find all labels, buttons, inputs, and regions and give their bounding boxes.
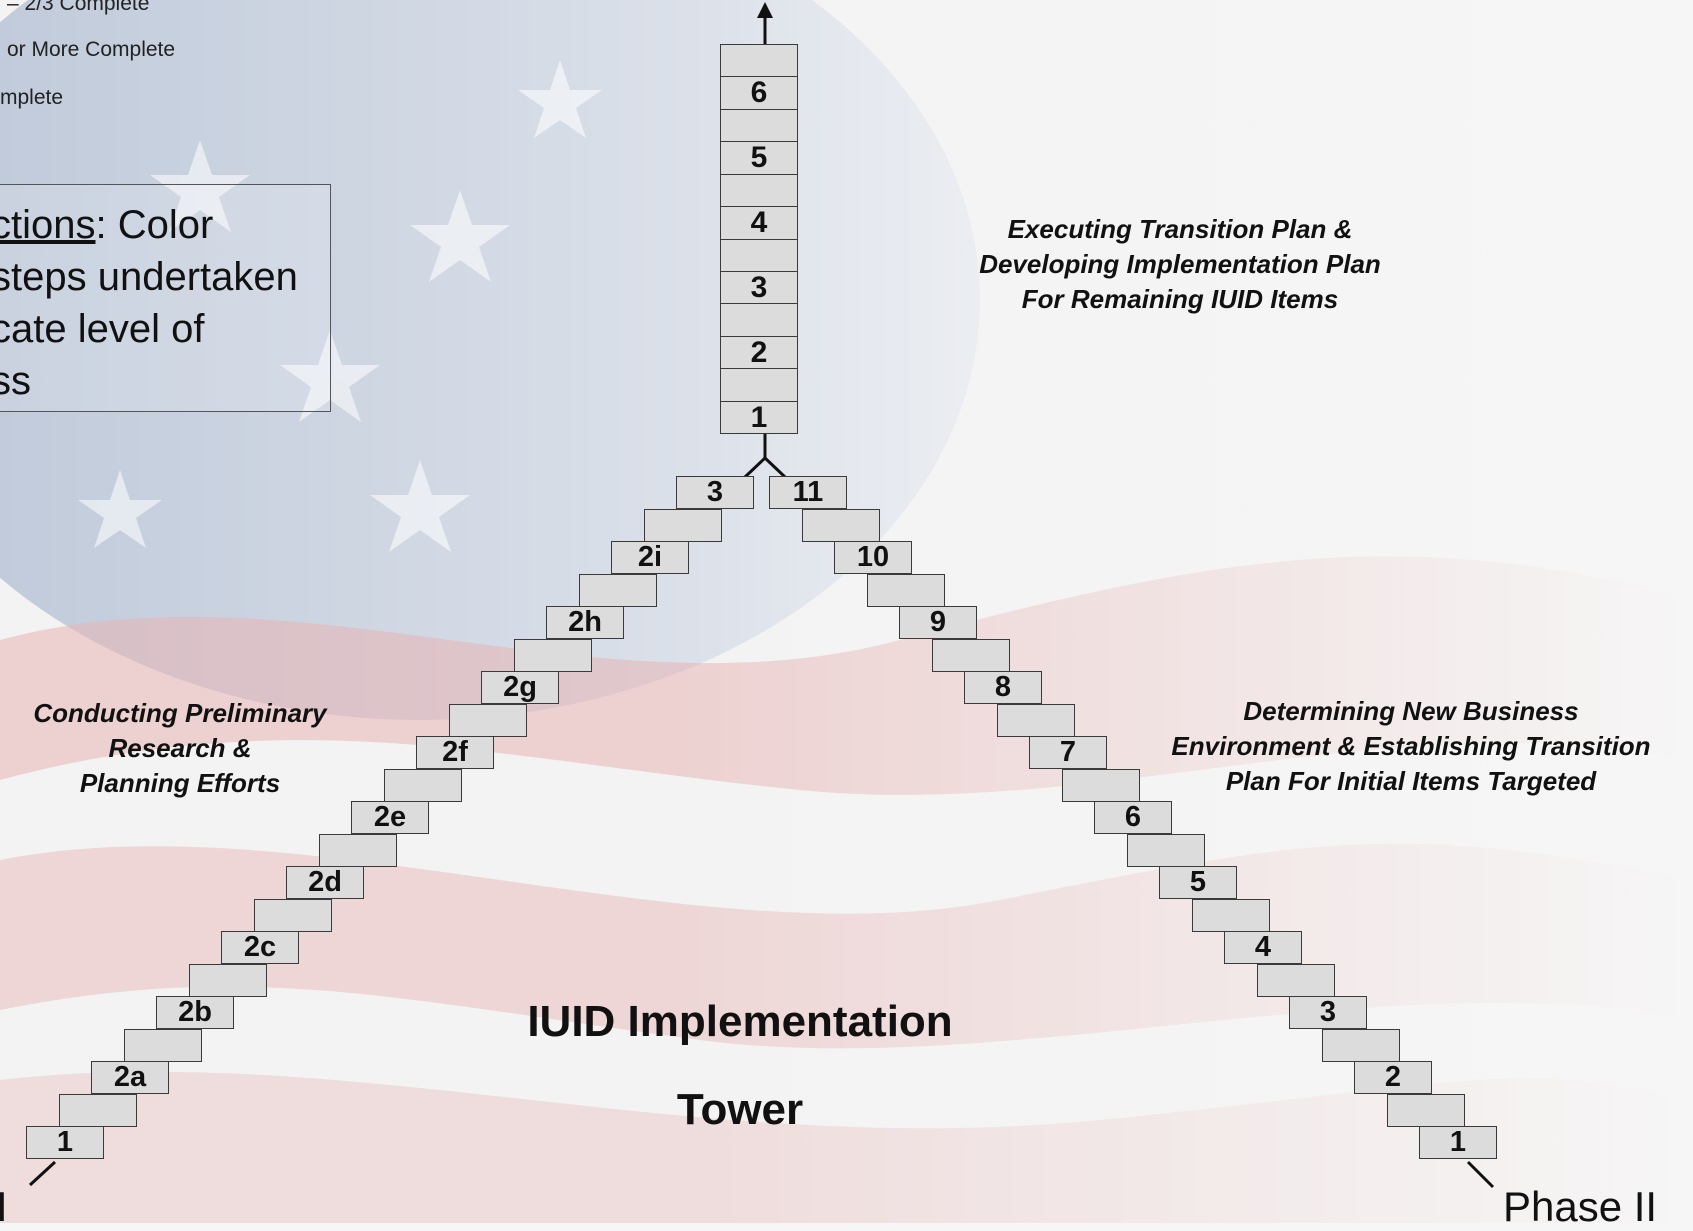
right-step-blank bbox=[1256, 963, 1335, 997]
instructions-heading: ctions bbox=[0, 203, 96, 247]
right-desc-line-1: Determining New Business bbox=[1243, 696, 1579, 726]
tower-step-6: 6 bbox=[720, 76, 798, 111]
right-step-1: 1 bbox=[1419, 1126, 1497, 1159]
instructions-line-2: steps undertaken bbox=[0, 255, 298, 299]
left-step-blank bbox=[188, 963, 267, 997]
right-step-3: 3 bbox=[1289, 996, 1367, 1029]
tower-step-blank bbox=[720, 44, 798, 78]
tower-step-1: 1 bbox=[720, 400, 798, 435]
right-step-2: 2 bbox=[1354, 1061, 1432, 1094]
legend-item-two-thirds: – 2/3 Complete bbox=[7, 0, 150, 15]
left-step-2g: 2g bbox=[481, 671, 559, 704]
right-desc-line-3: Plan For Initial Items Targeted bbox=[1225, 766, 1597, 796]
left-step-2h: 2h bbox=[546, 606, 624, 639]
right-step-blank bbox=[1321, 1028, 1400, 1062]
tower-step-blank bbox=[720, 303, 798, 338]
tower-title-line-2: Tower bbox=[676, 1085, 804, 1134]
tower-title-line-1: IUID Implementation bbox=[527, 997, 953, 1046]
left-desc-line-3: Planning Efforts bbox=[79, 768, 281, 798]
right-phase-description: Determining New Business Environment & E… bbox=[1130, 694, 1692, 799]
left-step-2d: 2d bbox=[286, 866, 364, 899]
top-desc-line-3: For Remaining IUID Items bbox=[1021, 284, 1339, 314]
top-desc-line-2: Developing Implementation Plan bbox=[979, 249, 1381, 279]
left-phase-description: Conducting Preliminary Research & Planni… bbox=[0, 696, 360, 801]
left-step-2e: 2e bbox=[351, 801, 429, 834]
right-step-blank bbox=[931, 638, 1010, 672]
phase-label-right: Phase II bbox=[1503, 1183, 1658, 1230]
tower-step-4: 4 bbox=[720, 206, 798, 240]
left-step-blank bbox=[448, 703, 527, 737]
right-step-4: 4 bbox=[1224, 931, 1302, 964]
arrow-up-icon bbox=[757, 2, 773, 18]
left-step-2f: 2f bbox=[416, 736, 494, 769]
left-desc-line-1: Conducting Preliminary bbox=[33, 698, 327, 728]
instructions-box: ctions: Color steps undertaken cate leve… bbox=[0, 184, 331, 412]
right-step-blank bbox=[1126, 833, 1205, 867]
right-step-7: 7 bbox=[1029, 736, 1107, 769]
right-step-11: 11 bbox=[769, 476, 847, 509]
phase-label-left: I bbox=[0, 1183, 8, 1230]
top-phase-description: Executing Transition Plan & Developing I… bbox=[910, 212, 1450, 317]
left-step-blank bbox=[383, 768, 462, 802]
tower-step-blank bbox=[720, 368, 798, 403]
tower-step-5: 5 bbox=[720, 141, 798, 176]
right-desc-line-2: Environment & Establishing Transition bbox=[1171, 731, 1651, 761]
instructions-line-1: ctions: Color bbox=[0, 199, 213, 251]
instructions-line-4: ss bbox=[0, 359, 31, 403]
instructions-line-3: cate level of bbox=[0, 307, 205, 351]
tower-step-3: 3 bbox=[720, 270, 798, 305]
right-step-blank bbox=[1061, 768, 1140, 802]
left-step-2c: 2c bbox=[221, 931, 299, 964]
left-step-blank bbox=[513, 638, 592, 672]
right-step-blank bbox=[996, 703, 1075, 737]
tower-step-blank bbox=[720, 238, 798, 273]
left-step-3: 3 bbox=[676, 476, 754, 509]
left-step-blank bbox=[643, 508, 722, 542]
left-step-2b: 2b bbox=[156, 996, 234, 1029]
left-step-2i: 2i bbox=[611, 541, 689, 574]
instructions-text-1: : Color bbox=[95, 203, 214, 247]
tower-step-2: 2 bbox=[720, 335, 798, 370]
right-step-8: 8 bbox=[964, 671, 1042, 704]
right-step-10: 10 bbox=[834, 541, 912, 574]
left-desc-line-2: Research & bbox=[108, 733, 252, 763]
legend-item-more-complete: or More Complete bbox=[7, 38, 176, 61]
right-step-blank bbox=[1191, 898, 1270, 932]
top-desc-line-1: Executing Transition Plan & bbox=[1007, 214, 1353, 244]
left-step-2a: 2a bbox=[91, 1061, 169, 1094]
right-step-6: 6 bbox=[1094, 801, 1172, 834]
tower-step-blank bbox=[720, 108, 798, 143]
left-step-blank bbox=[58, 1093, 137, 1127]
legend-item-complete: mplete bbox=[0, 86, 64, 109]
right-step-blank bbox=[1386, 1093, 1465, 1127]
right-step-5: 5 bbox=[1159, 866, 1237, 899]
right-step-9: 9 bbox=[899, 606, 977, 639]
left-step-1: 1 bbox=[26, 1126, 104, 1159]
left-step-blank bbox=[123, 1028, 202, 1062]
right-step-blank bbox=[801, 508, 880, 542]
right-step-blank bbox=[866, 573, 945, 607]
left-step-blank bbox=[578, 573, 657, 607]
left-step-blank bbox=[253, 898, 332, 932]
tower-step-blank bbox=[720, 173, 798, 208]
left-step-blank bbox=[318, 833, 397, 867]
